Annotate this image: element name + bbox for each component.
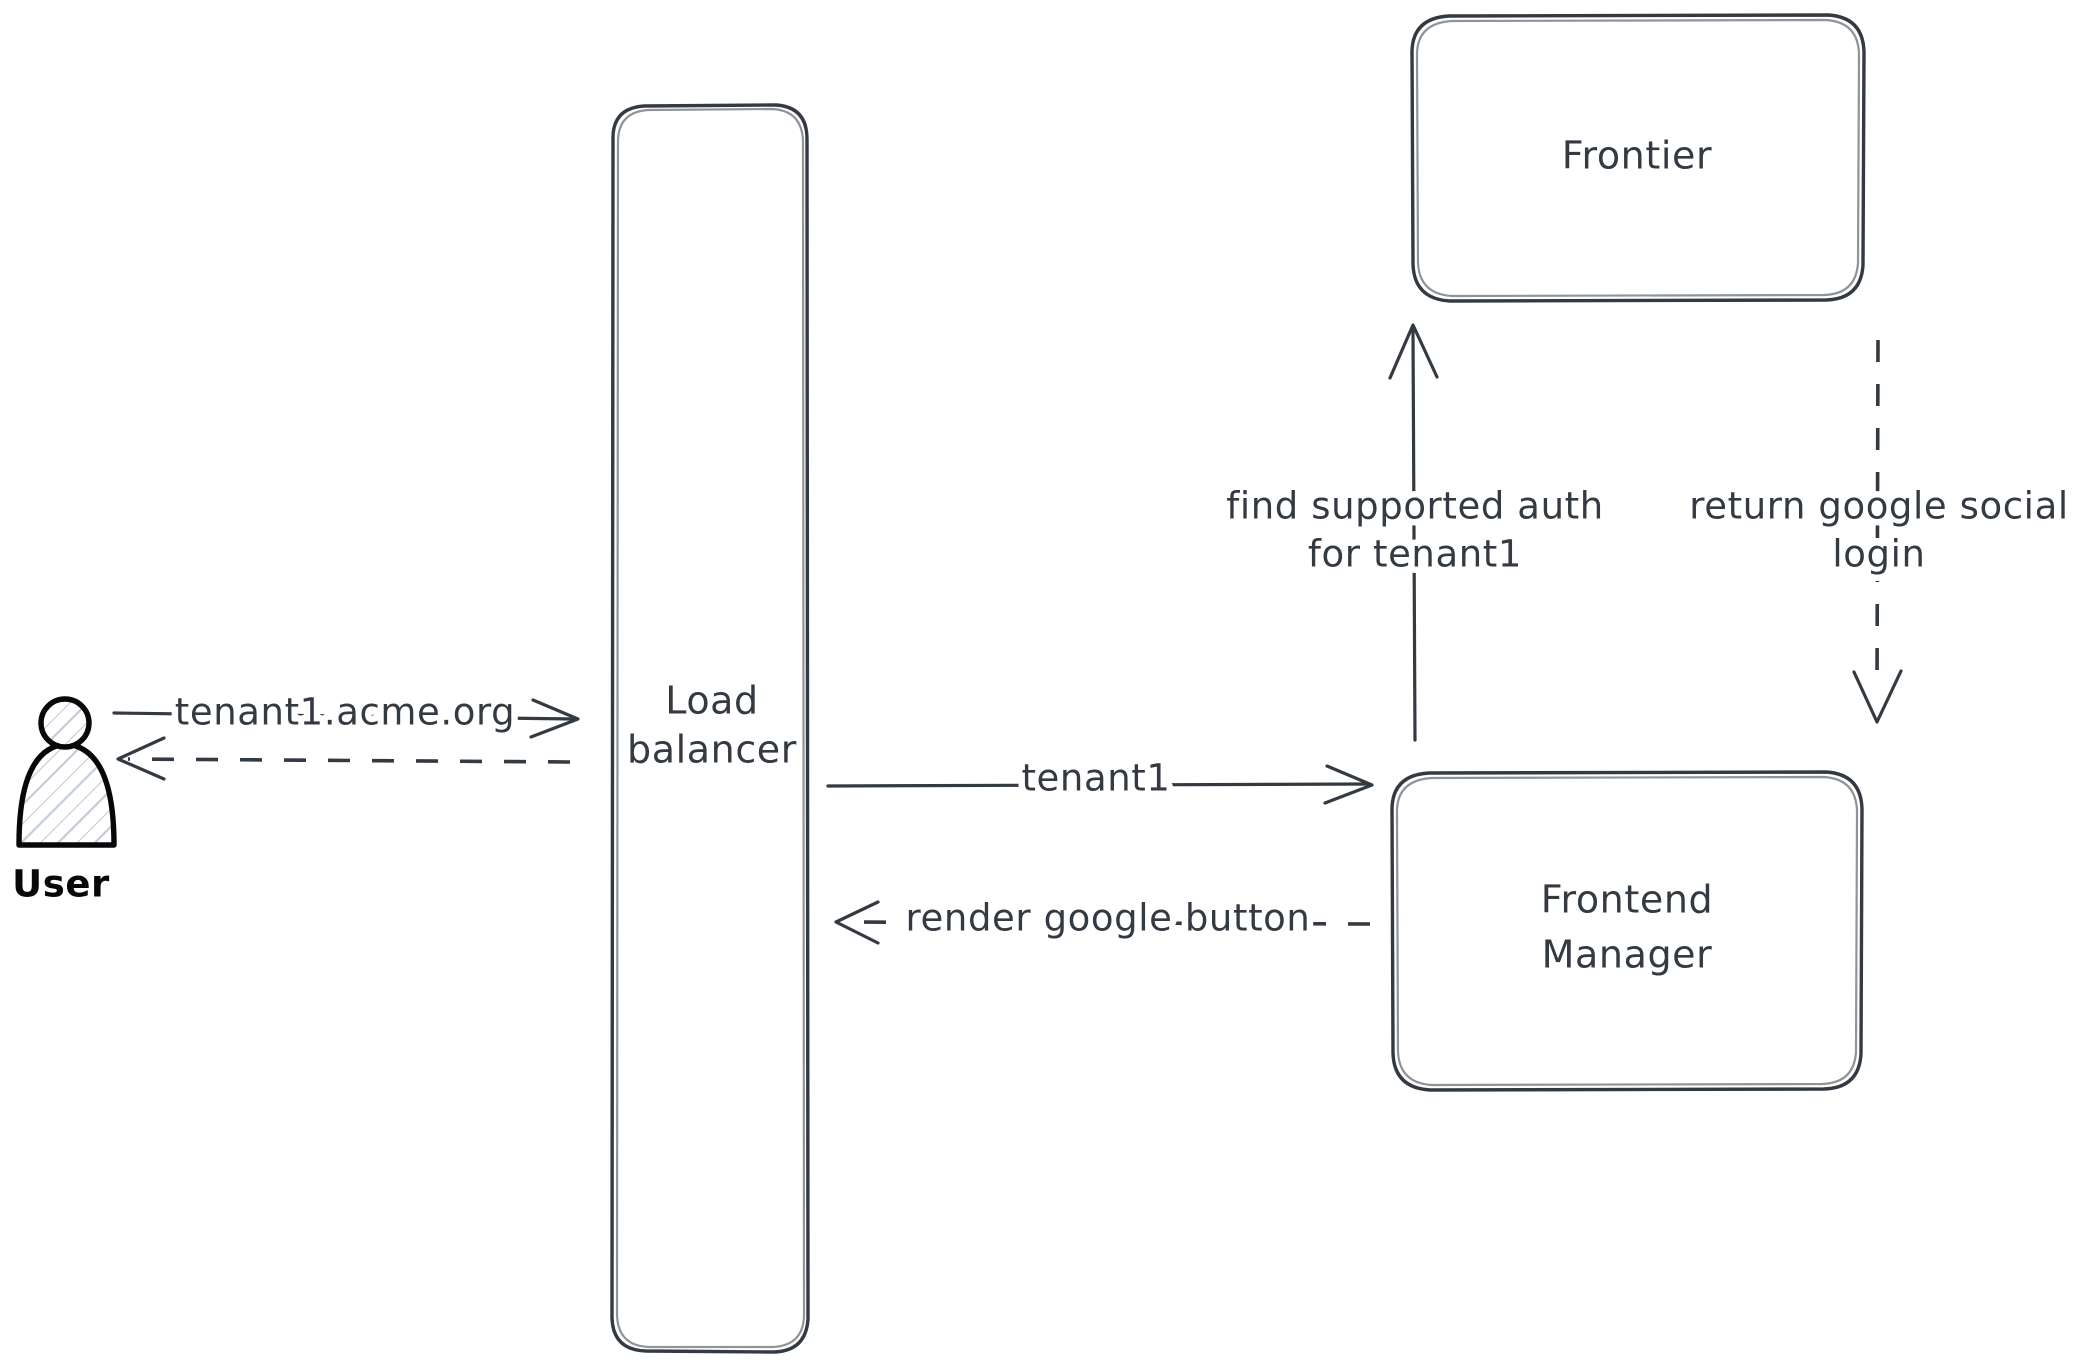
edge-lb-to-fem-line — [826, 782, 1370, 788]
edge-fem-to-frontier-arrowhead — [1388, 323, 1439, 380]
edge-lb-to-user-line — [127, 757, 571, 764]
load-balancer-label-line2: balancer — [627, 728, 797, 772]
edge-fem-to-frontier-line — [1411, 328, 1417, 742]
node-frontier[interactable]: Frontier — [1410, 13, 1866, 303]
edge-user-to-lb-line — [112, 711, 576, 721]
edge-lb-to-fem-label-bg: tenant1 — [1021, 757, 1170, 800]
load-balancer-shape — [610, 103, 810, 1354]
edge-frontier-to-fem-label-bg-1: return google social — [1689, 485, 2068, 528]
edge-fem-to-lb-label: render google button — [906, 897, 1311, 940]
actor-user[interactable]: User — [12, 696, 117, 906]
edge-user-to-lb-arrowhead — [529, 698, 580, 739]
edge-frontier-to-fem-line — [1875, 339, 1880, 691]
edge-fem-to-lb-label-bg: render google button — [906, 897, 1311, 940]
edge-lb-to-fem[interactable]: tenant1 tenant1 — [826, 750, 1374, 806]
edge-lb-to-user-arrowhead — [116, 736, 166, 781]
frontend-manager-shape — [1390, 770, 1864, 1092]
frontend-manager-label-line2: Manager — [1542, 933, 1713, 977]
edge-user-to-lb-label-bg: tenant1.acme.org — [175, 691, 516, 734]
edge-frontier-to-fem-label-line1: return google social — [1689, 485, 2068, 528]
edge-user-to-lb[interactable]: tenant1.acme.org tenant1.acme.org — [112, 684, 580, 740]
edge-fem-to-lb[interactable]: render google button render google butto… — [834, 890, 1371, 946]
load-balancer-shape-ghost — [615, 107, 806, 1349]
frontier-shape — [1410, 13, 1866, 303]
user-head-icon — [38, 696, 92, 750]
node-frontend-manager[interactable]: Frontend Manager — [1390, 770, 1864, 1092]
edge-frontier-to-fem-arrowhead — [1852, 669, 1903, 724]
frontend-manager-shape-ghost — [1395, 775, 1859, 1087]
user-label: User — [12, 863, 110, 906]
edge-fem-to-frontier-label-line2: for tenant1 — [1308, 533, 1522, 576]
edge-frontier-to-fem-label-bg-2: login — [1832, 533, 1925, 576]
load-balancer-label-line1: Load — [665, 679, 759, 723]
frontier-label: Frontier — [1562, 134, 1712, 178]
edge-fem-to-frontier[interactable]: find supported auth for tenant1 find sup… — [1220, 323, 1610, 742]
edge-frontier-to-fem[interactable]: return google social login return google… — [1683, 339, 2075, 724]
edge-lb-to-user[interactable] — [116, 736, 571, 781]
edge-fem-to-frontier-label-bg-1: find supported auth — [1226, 485, 1604, 528]
edge-fem-to-lb-arrowhead — [834, 900, 880, 945]
frontier-shape-ghost — [1415, 18, 1861, 298]
user-body-icon — [16, 741, 117, 848]
edge-lb-to-fem-arrowhead — [1323, 764, 1374, 805]
edge-fem-to-frontier-label-bg-2: for tenant1 — [1308, 533, 1522, 576]
edge-user-to-lb-label: tenant1.acme.org — [175, 691, 516, 734]
edge-frontier-to-fem-label-line2: login — [1832, 533, 1925, 576]
edge-fem-to-frontier-label-line1: find supported auth — [1226, 485, 1604, 528]
frontend-manager-label-line1: Frontend — [1541, 878, 1714, 922]
node-load-balancer[interactable]: Load balancer — [610, 103, 810, 1354]
edge-lb-to-fem-label: tenant1 — [1021, 757, 1170, 800]
